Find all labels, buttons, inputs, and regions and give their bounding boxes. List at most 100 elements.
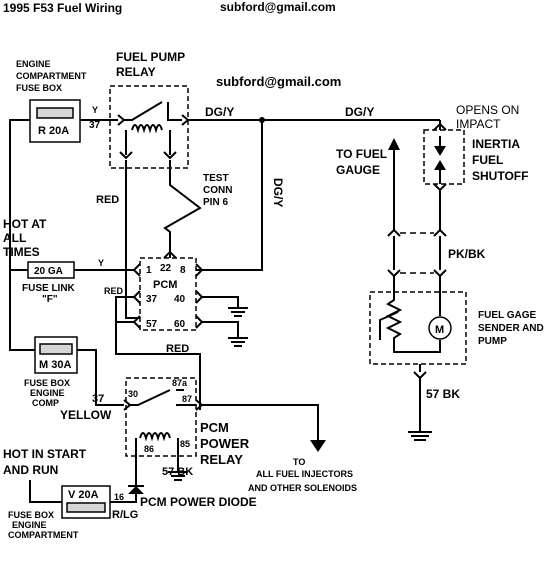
diode-label: PCM POWER DIODE (140, 495, 257, 509)
test-conn-label-3: PIN 6 (203, 197, 228, 208)
fuel-gauge-arrow (388, 138, 400, 150)
engine-fuse-box-label-2: COMPARTMENT (16, 71, 87, 81)
relay-input-connector (117, 114, 126, 126)
fuel-pump-relay-label-2: RELAY (116, 65, 156, 79)
pump-motor-label: M (435, 324, 444, 336)
yellow-wire-label: YELLOW (60, 408, 112, 422)
inertia-label-1: INERTIA (472, 137, 520, 151)
pk-bk-label: PK/BK (448, 247, 486, 261)
wire-pcm-40-ground (202, 296, 239, 308)
sender-resistor (385, 292, 420, 353)
right-dgy-label: DG/Y (345, 105, 374, 119)
v20a-label-3: COMPARTMENT (8, 530, 79, 540)
sender-label-2: SENDER AND (478, 323, 544, 334)
pcm-relay-contacts (176, 389, 196, 406)
pcm-relay-pin-87: 87 (182, 394, 192, 404)
hot-at-all-times-2: ALL (3, 231, 26, 245)
inertia-label-3: SHUTOFF (472, 169, 528, 183)
wire-red-relay-to-pcm (125, 160, 140, 319)
hot-in-start-1: HOT IN START (3, 447, 87, 461)
fuse-y-wire-label: Y (92, 105, 98, 115)
sender-ground-label: 57 BK (426, 387, 460, 401)
pcm-red-label: RED (104, 286, 124, 296)
email-top: subford@gmail.com (220, 0, 336, 14)
pcm-relay-pin-86: 86 (144, 444, 154, 454)
wires-to-sender (393, 276, 441, 292)
pcm-label: PCM (153, 279, 177, 291)
m30a-fuse-box (34, 336, 78, 374)
sender-ground-connector (413, 371, 427, 380)
inertia-note-2: IMPACT (456, 117, 501, 131)
m30a-fuse-label: M 30A (39, 359, 71, 371)
hot-in-start-2: AND RUN (3, 463, 58, 477)
circuit-37-label: 37 (89, 120, 101, 131)
fuse-link-rating: 20 GA (34, 266, 63, 277)
sender-pump-box (369, 291, 467, 365)
pcm-pin-37: 37 (146, 294, 158, 305)
sender-label-3: PUMP (478, 336, 507, 347)
test-conn-label-1: TEST (203, 173, 229, 184)
injectors-label-3: AND OTHER SOLENOIDS (248, 483, 357, 493)
relay-coil-leads (125, 130, 171, 155)
m30-circuit-label: 37 (92, 393, 104, 405)
relay-switch-arm (124, 101, 163, 121)
injectors-label-1: TO (293, 457, 305, 467)
hot-at-all-times-1: HOT AT (3, 217, 47, 231)
mid-red-label: RED (166, 343, 189, 355)
wire-dgy-to-pcm (196, 120, 263, 271)
sender-ground-symbol (408, 431, 432, 441)
connector-row-1 (387, 228, 447, 237)
wires-middle (393, 236, 441, 270)
pump-motor (428, 316, 452, 340)
v20a-fuse-label: V 20A (68, 489, 99, 501)
wire-start-run (29, 480, 62, 503)
v20a-label-2: ENGINE (12, 520, 47, 530)
relay-coil-connectors (119, 151, 177, 160)
hot-at-all-times-3: TIMES (3, 245, 40, 259)
ground-symbol-85 (168, 471, 188, 481)
pcm-relay-ground-label: 57 BK (162, 466, 193, 478)
pump-wires (420, 292, 441, 353)
ground-symbol-60 (228, 337, 248, 347)
pcm-relay-coil-leads (135, 438, 179, 456)
pcm-relay-pin-30: 30 (128, 389, 138, 399)
r20a-fuse-element (36, 107, 74, 119)
diode-wire-label: R/LG (112, 509, 138, 521)
wire-pcm-60-ground (202, 321, 239, 338)
ground-symbol-40 (228, 307, 248, 317)
fuse-link-wire-label: Y (98, 258, 104, 268)
wire-left-bus (9, 119, 35, 351)
relay-red-label: RED (96, 194, 119, 206)
r20a-fuse-label: R 20A (38, 125, 69, 137)
wire-to-injectors (202, 404, 319, 440)
inertia-switch-box (423, 129, 465, 185)
pcm-pin-8: 8 (180, 265, 186, 276)
m30a-label-2: ENGINE (30, 388, 65, 398)
pcm-power-relay-box (125, 377, 197, 457)
relay-out-wire-label: DG/Y (205, 105, 234, 119)
pcm-pin-40: 40 (174, 294, 186, 305)
inertia-bottom-connector (433, 183, 447, 192)
pcm-relay-label-3: RELAY (200, 452, 243, 467)
to-fuel-gauge-2: GAUGE (336, 163, 380, 177)
wire-diode-to-fuse (110, 494, 137, 503)
wire-test-conn (163, 160, 202, 258)
diagram-title: 1995 F53 Fuel Wiring (3, 1, 122, 15)
engine-fuse-box-label-1: ENGINE (16, 59, 51, 69)
injectors-arrow (310, 440, 326, 452)
sender-label-1: FUEL GAGE (478, 310, 536, 321)
diode-pin-16: 16 (114, 492, 124, 502)
fuse-link-label-2: "F" (42, 294, 58, 305)
pcm-box (139, 257, 197, 331)
pcm-relay-coil (139, 432, 171, 442)
relay-switch-contact (167, 102, 182, 121)
sender-wiper (379, 311, 399, 340)
pcm-relay-switch (130, 389, 171, 406)
connector-row-2 (387, 269, 447, 278)
email-mid: subford@gmail.com (216, 74, 341, 89)
pcm-right-connectors (195, 263, 204, 329)
relay-coil (131, 124, 163, 134)
m30a-label-1: FUSE BOX (24, 378, 70, 388)
